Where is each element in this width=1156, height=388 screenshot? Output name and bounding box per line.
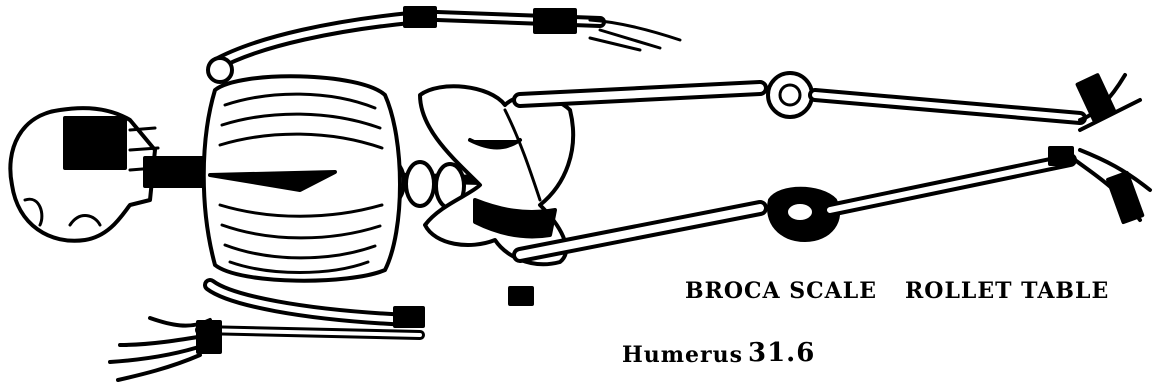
scale-label-broca: BROCA SCALE: [685, 278, 877, 304]
lower-leg-icon: [815, 95, 1080, 210]
bone-name-label: Humerus: [622, 342, 743, 368]
rib-cage-icon: [204, 76, 400, 280]
foot-icon: [1075, 75, 1150, 222]
scale-label-rollet: ROLLET TABLE: [905, 278, 1109, 304]
upper-arm-icon: [208, 8, 680, 82]
skull-icon: [10, 108, 158, 241]
bone-value-label: 31.6: [748, 338, 815, 368]
hand-icon: [110, 318, 220, 380]
lower-arm-icon: [200, 285, 423, 335]
